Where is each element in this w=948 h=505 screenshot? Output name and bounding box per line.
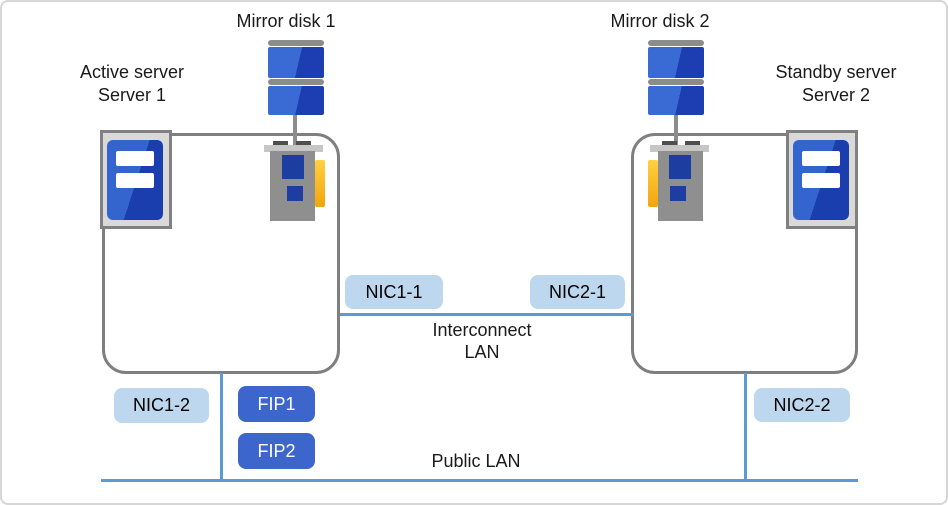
server1-name-text: Server 1 — [97, 85, 167, 105]
disk-cap — [648, 79, 704, 85]
public-lan-line — [101, 479, 858, 482]
mirror-disk-2-icon — [648, 40, 704, 116]
server2-role-text: Standby server — [775, 62, 897, 82]
server2-label: Standby server Server 2 — [736, 61, 936, 107]
server1-nic-card-icon — [264, 141, 325, 221]
server2-tower-icon — [786, 130, 858, 229]
card-chip — [287, 186, 303, 201]
server2-name-text: Server 2 — [801, 85, 871, 105]
card-pin — [273, 141, 288, 147]
disk-cap — [268, 40, 324, 46]
interconnect-lan-line — [340, 313, 634, 316]
tower-slot — [802, 173, 840, 188]
disk-platter — [268, 47, 324, 78]
tower-slot — [116, 151, 154, 166]
card-edge-tab — [648, 160, 658, 207]
nic1-1-badge: NIC1-1 — [345, 275, 443, 309]
card-chip — [670, 186, 686, 201]
nic2-2-badge: NIC2-2 — [754, 388, 850, 422]
tower-slot — [116, 173, 154, 188]
interconnect-lan-label-line2: LAN — [464, 342, 500, 362]
card-pin — [296, 141, 311, 147]
nic2-1-badge: NIC2-1 — [530, 275, 625, 309]
mirror-disk-1-label: Mirror disk 1 — [236, 11, 336, 31]
mirror-disk-1-icon — [268, 40, 324, 116]
interconnect-lan-label: Interconnect LAN — [392, 319, 572, 363]
tower-body — [793, 140, 849, 220]
server2-nic-card-icon — [648, 141, 709, 221]
server1-public-lan-drop-line — [220, 373, 223, 479]
tower-body — [107, 140, 163, 220]
server2-public-lan-drop-line — [744, 373, 747, 479]
disk2-connector-stem — [674, 114, 678, 146]
interconnect-lan-label-line1: Interconnect — [432, 320, 532, 340]
disk-platter — [648, 47, 704, 78]
fip2-badge: FIP2 — [238, 433, 315, 469]
card-bracket — [264, 145, 323, 152]
mirror-disk-2-label: Mirror disk 2 — [610, 11, 710, 31]
disk-platter — [268, 86, 324, 115]
tower-slot — [802, 151, 840, 166]
card-chip — [669, 155, 691, 179]
server1-label: Active server Server 1 — [32, 61, 232, 107]
disk-cap — [268, 79, 324, 85]
card-body — [658, 151, 703, 221]
disk-platter — [648, 86, 704, 115]
server1-role-text: Active server — [79, 62, 185, 82]
card-chip — [282, 155, 304, 179]
card-edge-tab — [315, 160, 325, 207]
disk1-connector-stem — [293, 114, 297, 146]
disk-cap — [648, 40, 704, 46]
nic1-2-badge: NIC1-2 — [114, 388, 209, 423]
fip1-badge: FIP1 — [238, 386, 315, 422]
card-body — [270, 151, 315, 221]
server1-tower-icon — [100, 130, 172, 229]
public-lan-label: Public LAN — [431, 451, 521, 471]
